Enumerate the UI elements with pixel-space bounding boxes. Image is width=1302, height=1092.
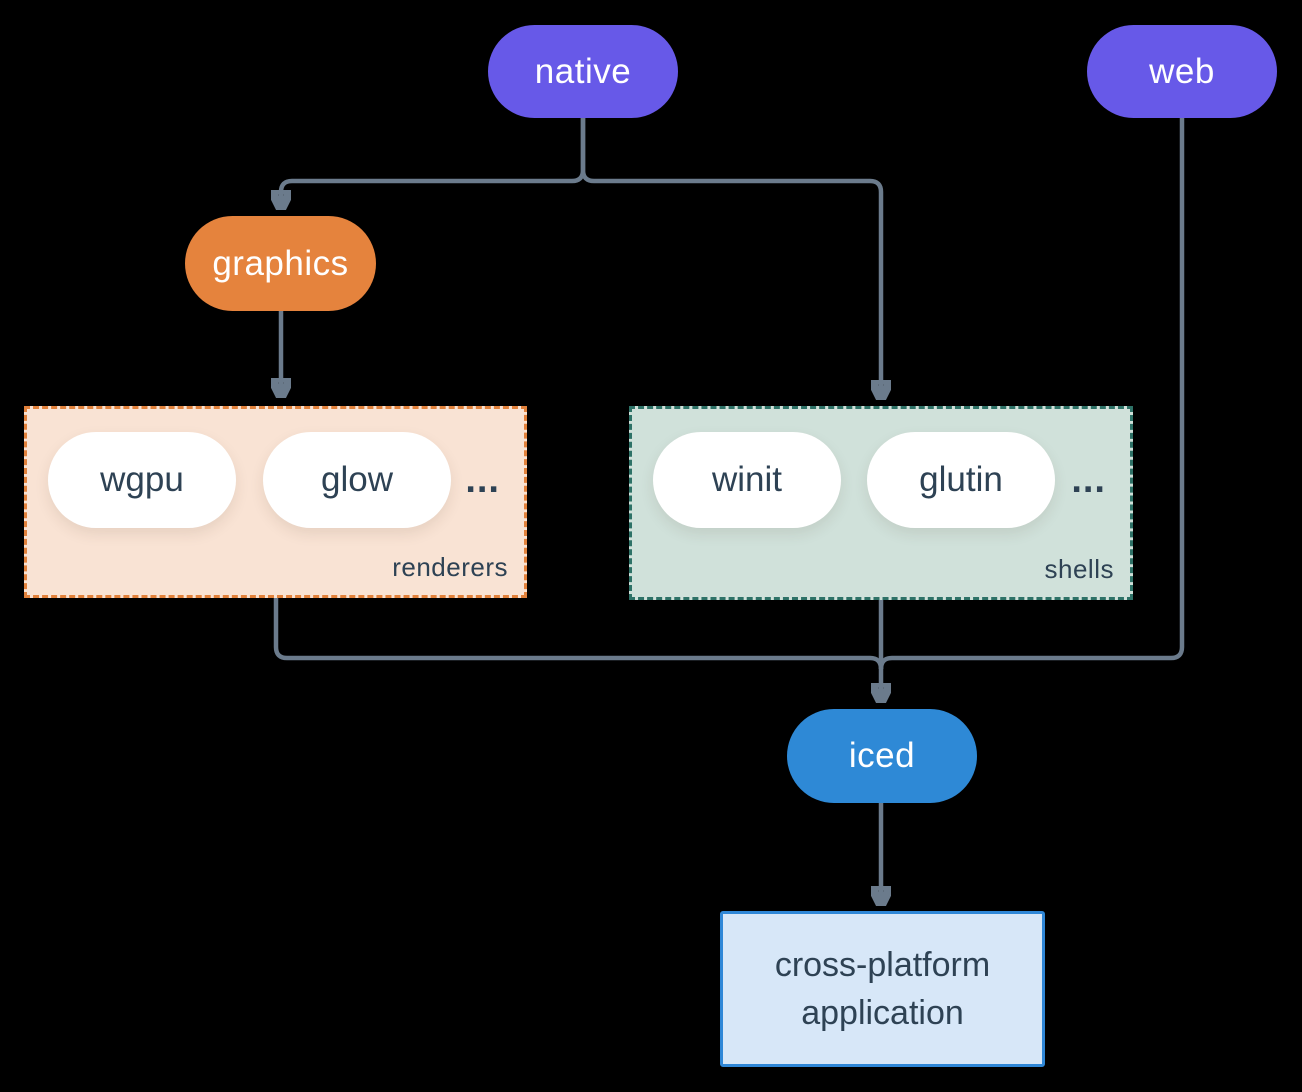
group-renderers: wgpu glow ... renderers <box>24 406 527 598</box>
node-native-label: native <box>534 51 632 91</box>
edge-native-to-graphics <box>281 117 586 205</box>
node-winit: winit <box>653 432 841 528</box>
group-shells: winit glutin ... shells <box>629 406 1133 600</box>
node-web-label: web <box>1149 51 1215 91</box>
node-graphics: graphics <box>185 216 376 311</box>
node-winit-label: winit <box>711 460 783 499</box>
node-web: web <box>1087 25 1277 118</box>
shells-group-label: shells <box>1044 554 1114 584</box>
node-native: native <box>488 25 678 118</box>
node-wgpu-label: wgpu <box>100 460 184 499</box>
node-iced: iced <box>787 709 977 803</box>
app-label-line1: cross-platform <box>774 945 991 984</box>
node-cross-platform-application: cross-platform application <box>720 911 1045 1067</box>
node-graphics-label: graphics <box>212 243 349 283</box>
renderers-group-label: renderers <box>392 552 508 582</box>
renderers-ellipsis: ... <box>465 459 500 501</box>
edge-renderers-to-merge <box>273 598 884 670</box>
node-wgpu: wgpu <box>48 432 236 528</box>
node-glutin-label: glutin <box>919 460 1003 499</box>
shells-ellipsis: ... <box>1071 459 1106 501</box>
node-iced-label: iced <box>848 736 916 775</box>
node-glow: glow <box>263 432 451 528</box>
app-label-line2: application <box>801 994 964 1032</box>
node-glow-label: glow <box>321 460 393 499</box>
edge-native-to-shells <box>580 117 881 395</box>
node-glutin: glutin <box>867 432 1055 528</box>
